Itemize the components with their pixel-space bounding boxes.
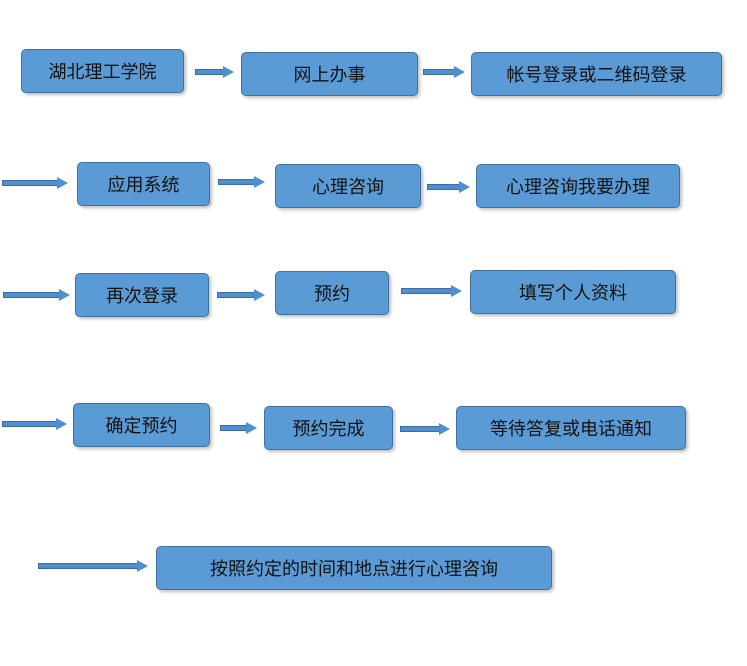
arrow-right-icon [3,289,70,301]
step-label: 应用系统 [107,175,180,196]
step-label: 按照约定的时间和地点进行心理咨询 [210,559,498,580]
arrow-right-icon [423,66,465,78]
step-label: 网上办事 [293,65,366,86]
step-label: 预约 [314,284,350,305]
step-box-apply-counseling: 心理咨询我要办理 [476,164,680,208]
arrow-right-icon [220,422,257,434]
step-box-attend-counseling: 按照约定的时间和地点进行心理咨询 [156,546,552,590]
step-box-confirm: 确定预约 [73,403,210,447]
arrow-right-icon [401,285,462,297]
step-label: 心理咨询我要办理 [506,177,650,198]
step-box-reserved: 预约完成 [264,406,393,450]
step-label: 等待答复或电话通知 [490,419,652,440]
step-label: 心理咨询 [312,177,384,198]
step-box-online-service: 网上办事 [241,52,418,96]
step-box-login: 帐号登录或二维码登录 [471,52,722,96]
step-box-wait-reply: 等待答复或电话通知 [456,406,686,450]
step-label: 预约完成 [292,419,365,440]
step-label: 确定预约 [105,416,178,437]
arrow-right-icon [217,289,265,301]
step-box-app-system: 应用系统 [77,162,210,206]
step-label: 再次登录 [106,286,178,307]
step-box-hbut: 湖北理工学院 [21,49,184,93]
arrow-right-icon [400,423,450,435]
step-label: 帐号登录或二维码登录 [506,65,687,86]
step-label: 湖北理工学院 [48,62,157,83]
arrow-right-icon [2,418,67,430]
step-box-counseling: 心理咨询 [275,164,421,208]
step-box-personal-info: 填写个人资料 [470,270,676,314]
arrow-right-icon [195,66,234,78]
step-box-relogin: 再次登录 [75,273,209,317]
step-box-reserve: 预约 [275,271,389,315]
step-label: 填写个人资料 [519,283,627,304]
arrow-right-icon [38,560,148,572]
arrow-right-icon [218,176,265,188]
arrow-right-icon [2,177,68,189]
arrow-right-icon [427,181,470,193]
